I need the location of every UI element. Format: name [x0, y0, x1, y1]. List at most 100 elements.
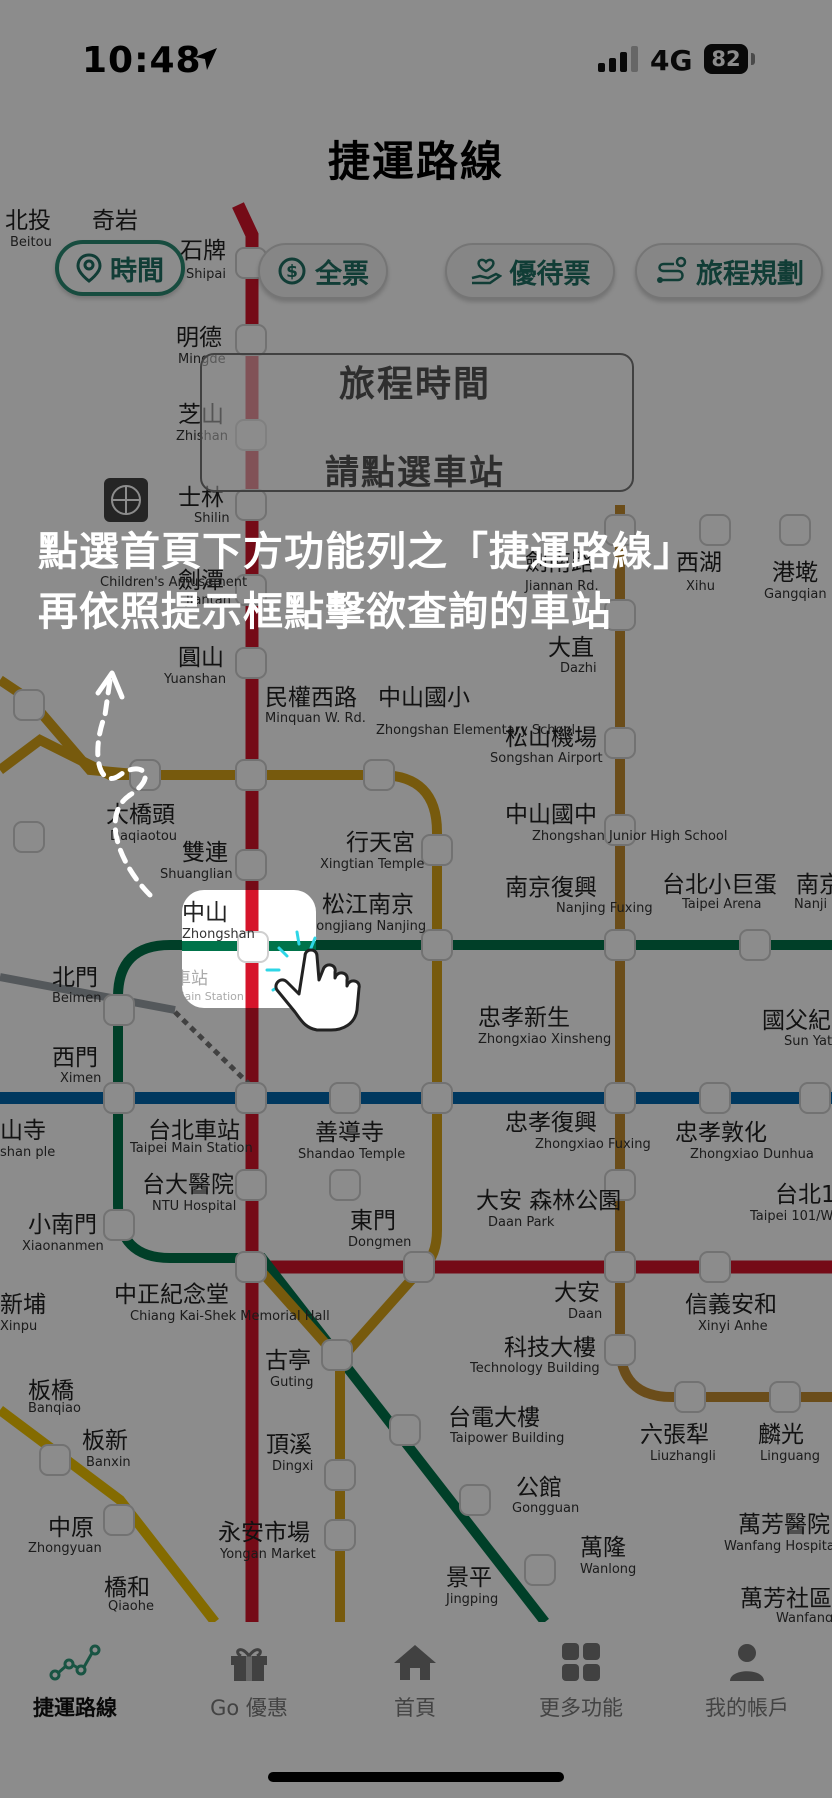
svg-text:雙連[interactable]: 雙連 — [182, 840, 228, 866]
svg-text:shan ple: shan ple — [0, 1145, 55, 1160]
station-label[interactable]: 北投 — [5, 208, 51, 234]
svg-text:西湖[interactable]: 西湖 — [676, 550, 722, 576]
page-title: 捷運路線 — [327, 137, 504, 186]
home-indicator[interactable] — [268, 1772, 564, 1782]
svg-text:劍南路[interactable]: 劍南路 — [525, 550, 594, 576]
node-arena — [739, 929, 771, 961]
highlighted-station-zhongshan[interactable]: 中山 Zhongshan 台北車站 Taipei Main Station — [182, 890, 316, 1008]
svg-text:中山國小[interactable]: 中山國小 — [378, 685, 470, 711]
svg-text:Xiaonanmen: Xiaonanmen — [22, 1239, 104, 1254]
location-arrow-icon — [195, 48, 217, 70]
time-button[interactable]: 時間 — [55, 240, 185, 296]
svg-text:板新[interactable]: 板新 — [82, 1428, 128, 1454]
svg-text:西門[interactable]: 西門 — [52, 1045, 98, 1071]
node-ckshall — [235, 1251, 267, 1283]
svg-text:Dongmen: Dongmen — [348, 1235, 411, 1250]
tab-go-offers[interactable]: Go 優惠 — [174, 1642, 324, 1722]
svg-text:奇岩[interactable]: 奇岩 — [92, 208, 138, 234]
svg-text:景平[interactable]: 景平 — [446, 1565, 492, 1591]
svg-text:南京[interactable]: 南京 — [796, 872, 832, 898]
svg-text:板橋[interactable]: 板橋 — [28, 1378, 74, 1404]
node-daan-park — [604, 1169, 636, 1201]
node-beimen — [103, 994, 135, 1026]
svg-text:公館[interactable]: 公館 — [516, 1475, 562, 1501]
full-fare-button[interactable]: $ 全票 — [258, 243, 388, 299]
svg-text:劍潭[interactable]: 劍潭 — [178, 568, 224, 594]
instruction-line-2: 再依照提示框點擊欲查詢的車站 — [38, 589, 612, 635]
svg-text:忠孝新生[interactable]: 忠孝新生 — [478, 1005, 570, 1031]
svg-text:新埔[interactable]: 新埔 — [0, 1292, 46, 1318]
svg-text:$: $ — [286, 262, 298, 282]
svg-text:中山國中[interactable]: 中山國中 — [505, 802, 597, 828]
svg-text:大安[interactable]: 大安 — [554, 1280, 600, 1306]
svg-text:民權西路[interactable]: 民權西路 — [265, 685, 357, 711]
svg-text:Zhongshan: Zhongshan — [182, 927, 255, 942]
svg-text:國父紀[interactable]: 國父紀 — [762, 1008, 831, 1034]
node-minquan — [235, 759, 267, 791]
svg-text:Jingping: Jingping — [445, 1592, 498, 1607]
svg-text:善導寺[interactable]: 善導寺 — [315, 1120, 384, 1146]
svg-text:港墘[interactable]: 港墘 — [772, 560, 818, 586]
svg-text:東門[interactable]: 東門 — [350, 1208, 396, 1234]
svg-text:北門[interactable]: 北門 — [52, 965, 98, 991]
svg-text:石牌[interactable]: 石牌 — [180, 238, 226, 264]
svg-text:萬芳社區[interactable]: 萬芳社區 — [740, 1586, 832, 1612]
svg-text:中山: 中山 — [182, 900, 228, 926]
svg-text:行天宮[interactable]: 行天宮 — [346, 830, 415, 856]
battery-icon: 82 — [704, 44, 748, 74]
tab-my-account-label: 我的帳戶 — [705, 1696, 789, 1720]
svg-text:忠孝復興[interactable]: 忠孝復興 — [505, 1110, 597, 1136]
concession-fare-button[interactable]: 優待票 — [445, 243, 615, 299]
svg-text:頂溪[interactable]: 頂溪 — [266, 1432, 312, 1458]
svg-text:台電大樓[interactable]: 台電大樓 — [448, 1405, 540, 1431]
tab-more-functions[interactable]: 更多功能 — [506, 1642, 656, 1722]
svg-text:信義安和[interactable]: 信義安和 — [685, 1292, 777, 1318]
svg-text:圓山[interactable]: 圓山 — [178, 645, 224, 671]
trip-planner-button[interactable]: 旅程規劃 — [635, 243, 823, 299]
svg-text:古亭[interactable]: 古亭 — [265, 1348, 311, 1374]
svg-text:台大醫院[interactable]: 台大醫院 — [142, 1172, 234, 1198]
svg-text:台北小巨蛋[interactable]: 台北小巨蛋 — [662, 872, 777, 898]
svg-text:Shipai: Shipai — [186, 267, 226, 282]
node-yongan — [324, 1519, 356, 1551]
svg-text:橋和[interactable]: 橋和 — [104, 1575, 150, 1601]
node-dazhi — [604, 599, 636, 631]
svg-text:大安 森林公園[interactable]: 大安 森林公園 — [476, 1188, 621, 1214]
svg-text:Beimen: Beimen — [52, 991, 101, 1006]
svg-text:大直[interactable]: 大直 — [548, 635, 594, 661]
svg-text:中正紀念堂[interactable]: 中正紀念堂 — [114, 1282, 229, 1308]
tab-metro-route[interactable]: 捷運路線 — [0, 1642, 150, 1722]
svg-text:麟光[interactable]: 麟光 — [758, 1422, 804, 1448]
svg-text:忠孝敦化[interactable]: 忠孝敦化 — [675, 1120, 767, 1146]
svg-text:台北1[interactable]: 台北1 — [775, 1182, 832, 1208]
svg-text:中原[interactable]: 中原 — [48, 1515, 94, 1541]
svg-text:Shilin: Shilin — [194, 511, 230, 526]
svg-text:永安市場[interactable]: 永安市場 — [218, 1520, 310, 1546]
svg-text:Yuanshan: Yuanshan — [163, 672, 226, 687]
svg-text:Beitou: Beitou — [10, 235, 52, 250]
svg-text:南京復興[interactable]: 南京復興 — [505, 875, 597, 901]
trip-time-title: 旅程時間 — [338, 364, 491, 405]
svg-text:科技大樓[interactable]: 科技大樓 — [504, 1335, 596, 1361]
svg-text:小南門[interactable]: 小南門 — [28, 1212, 97, 1238]
svg-text:Taipei Main Station: Taipei Main Station — [129, 1141, 253, 1156]
metro-route-icon — [49, 1644, 101, 1681]
svg-text:Jiannan Rd.: Jiannan Rd. — [524, 579, 599, 594]
svg-text:Jiantan: Jiantan — [185, 593, 231, 608]
svg-text:六張犁[interactable]: 六張犁 — [640, 1422, 709, 1448]
node-zhongshan-jhs — [604, 814, 636, 846]
svg-text:松江南京[interactable]: 松江南京 — [322, 892, 414, 918]
trip-time-box — [200, 353, 634, 492]
node-daan — [604, 1251, 636, 1283]
svg-text:明德[interactable]: 明德 — [176, 325, 222, 351]
svg-text:松山機場[interactable]: 松山機場 — [505, 725, 597, 751]
svg-text:Yongan Market: Yongan Market — [219, 1547, 316, 1562]
tab-my-account[interactable]: 我的帳戶 — [672, 1642, 822, 1722]
svg-text:Gongguan: Gongguan — [512, 1501, 579, 1516]
svg-text:萬隆[interactable]: 萬隆 — [580, 1535, 626, 1561]
tab-home[interactable]: 首頁 — [340, 1642, 490, 1722]
svg-text:山寺[interactable]: 山寺 — [0, 1118, 46, 1144]
node-xingtian — [421, 834, 453, 866]
svg-text:萬芳醫院[interactable]: 萬芳醫院 — [738, 1512, 830, 1538]
svg-text:台北車站[interactable]: 台北車站 — [148, 1118, 240, 1144]
